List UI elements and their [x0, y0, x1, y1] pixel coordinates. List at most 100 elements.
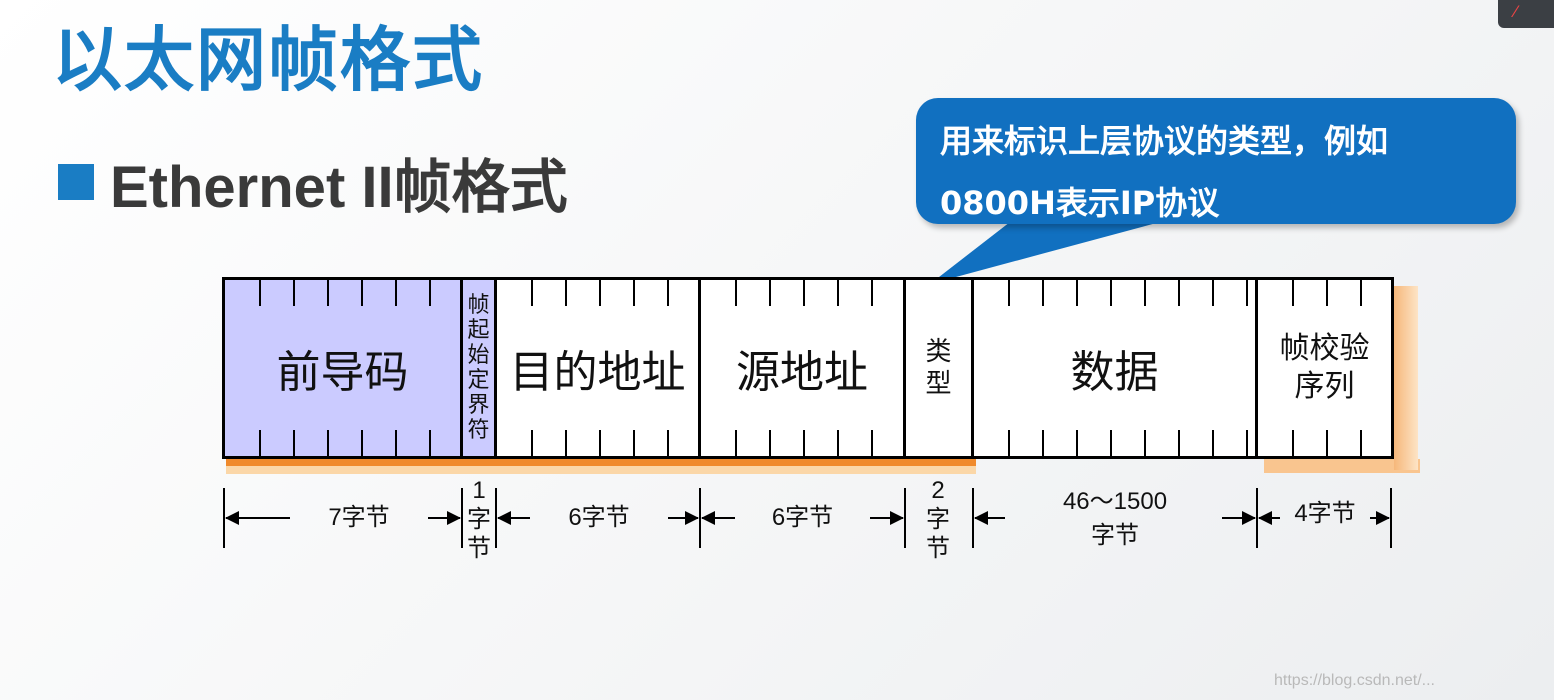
ticks-bottom	[701, 430, 903, 456]
tick-mark	[633, 280, 635, 306]
tick-mark	[361, 280, 363, 306]
tick-mark	[259, 280, 261, 306]
tick-mark	[327, 430, 329, 456]
square-bullet-icon	[58, 164, 94, 200]
tick-mark	[735, 280, 737, 306]
bytes-sfd: 1 字 节	[467, 477, 491, 562]
tick-mark	[1212, 280, 1214, 306]
field-sfd: 帧起始定界符	[463, 280, 497, 456]
tick-mark	[667, 280, 669, 306]
subtitle-row: Ethernet II帧格式	[58, 140, 568, 224]
tick-mark	[293, 280, 295, 306]
ticks-top	[701, 280, 903, 306]
tick-mark	[1246, 430, 1248, 456]
ticks-bottom	[974, 430, 1255, 456]
bytes-dest: 6字节	[568, 504, 630, 531]
ticks-bottom	[497, 430, 698, 456]
tick-mark	[1110, 280, 1112, 306]
tick-mark	[769, 430, 771, 456]
field-dest-address: 目的地址	[497, 280, 701, 456]
ticks-top	[974, 280, 1255, 306]
tick-mark	[429, 280, 431, 306]
tick-mark	[1144, 280, 1146, 306]
tick-mark	[1110, 430, 1112, 456]
ticks-bottom	[225, 430, 460, 456]
field-label: 前导码	[276, 347, 409, 398]
field-label: 帧校验序列	[1279, 331, 1370, 404]
tick-mark	[735, 430, 737, 456]
page-title: 以太网帧格式	[52, 19, 484, 101]
bytes-preamble: 7字节	[328, 504, 390, 531]
tick-mark	[837, 280, 839, 306]
type-callout: 用来标识上层协议的类型，例如 0800H表示IP协议	[916, 98, 1516, 224]
ticks-top	[225, 280, 460, 306]
tick-mark	[395, 280, 397, 306]
tick-mark	[1360, 430, 1362, 456]
tick-mark	[803, 430, 805, 456]
tick-mark	[769, 280, 771, 306]
field-data: 数据	[974, 280, 1258, 456]
tick-mark	[293, 430, 295, 456]
field-label: 源地址	[736, 347, 868, 398]
tick-mark	[1292, 280, 1294, 306]
tick-mark	[871, 430, 873, 456]
tick-mark	[361, 430, 363, 456]
tick-mark	[1042, 430, 1044, 456]
field-type: 类型	[906, 280, 974, 456]
bytes-src: 6字节	[771, 504, 834, 531]
tick-mark	[1008, 280, 1010, 306]
tick-mark	[1326, 280, 1328, 306]
field-preamble: 前导码	[225, 280, 463, 456]
bytes-fcs: 4字节	[1294, 500, 1356, 527]
tick-mark	[1144, 430, 1146, 456]
tick-mark	[633, 430, 635, 456]
callout-line-2: 0800H表示IP协议	[940, 184, 1220, 222]
tick-mark	[1178, 280, 1180, 306]
field-label: 类型	[925, 337, 952, 399]
ticks-top	[1258, 280, 1391, 306]
tick-mark	[667, 430, 669, 456]
field-label: 帧起始定界符	[467, 293, 490, 443]
mic-muted-icon[interactable]: ⁄	[1498, 0, 1554, 28]
tick-mark	[1042, 280, 1044, 306]
bytes-type: 2 字 节	[926, 477, 950, 562]
tick-mark	[871, 280, 873, 306]
frame-shadow-right	[1264, 459, 1420, 473]
tick-mark	[327, 280, 329, 306]
tick-mark	[1212, 430, 1214, 456]
tick-mark	[429, 430, 431, 456]
frame-shadow-side	[1394, 286, 1418, 470]
tick-mark	[531, 280, 533, 306]
tick-mark	[1076, 430, 1078, 456]
tick-mark	[531, 430, 533, 456]
tick-mark	[803, 280, 805, 306]
callout-line-1: 用来标识上层协议的类型，例如	[940, 122, 1389, 160]
ticks-bottom	[1258, 430, 1391, 456]
tick-mark	[1008, 430, 1010, 456]
field-src-address: 源地址	[701, 280, 906, 456]
frame-shadow-light	[226, 466, 976, 474]
tick-mark	[1326, 430, 1328, 456]
tick-mark	[259, 430, 261, 456]
tick-mark	[599, 280, 601, 306]
tick-mark	[1292, 430, 1294, 456]
tick-mark	[565, 430, 567, 456]
tick-mark	[1246, 280, 1248, 306]
tick-mark	[599, 430, 601, 456]
bytes-data: 46～1500 字节	[1062, 488, 1168, 549]
tick-mark	[837, 430, 839, 456]
watermark: https://blog.csdn.net/...	[1274, 672, 1435, 689]
field-label: 数据	[1070, 347, 1159, 398]
tick-mark	[565, 280, 567, 306]
tick-mark	[1360, 280, 1362, 306]
frame-shadow	[226, 459, 976, 469]
field-label: 目的地址	[509, 347, 686, 398]
ethernet-frame: 前导码 帧起始定界符 目的地址 源地址 类型 数据 帧校验序列	[222, 277, 1394, 459]
tick-mark	[1178, 430, 1180, 456]
tick-mark	[1076, 280, 1078, 306]
field-fcs: 帧校验序列	[1258, 280, 1391, 456]
subtitle: Ethernet II帧格式	[110, 155, 568, 220]
tick-mark	[395, 430, 397, 456]
ticks-top	[497, 280, 698, 306]
